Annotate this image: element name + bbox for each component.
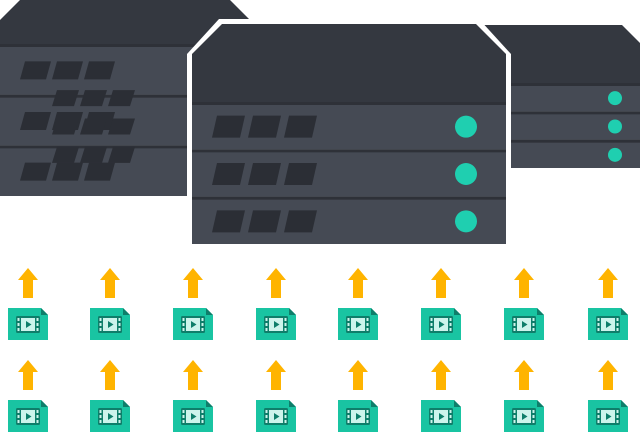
upload-arrow-icon: [431, 360, 451, 390]
video-file-icon: [421, 308, 461, 340]
upload-item: [588, 268, 628, 340]
vent-slot: [248, 163, 281, 185]
status-led: [608, 119, 622, 134]
vent-slot: [52, 90, 79, 107]
vent-slot: [248, 115, 281, 138]
servers: [0, 0, 640, 249]
vent-slot: [80, 146, 107, 163]
upload-arrow-icon: [348, 360, 368, 390]
video-file-icon: [588, 308, 628, 340]
vent-slot: [52, 146, 79, 163]
video-file-icon: [421, 400, 461, 432]
upload-item: [338, 268, 378, 340]
status-led: [608, 147, 622, 162]
server-unit: [192, 196, 506, 244]
upload-arrow-icon: [183, 360, 203, 390]
vent-slot: [248, 210, 281, 233]
video-file-icon: [8, 400, 48, 432]
upload-arrow-icon: [18, 268, 38, 298]
upload-item: [173, 360, 213, 432]
video-file-icon: [256, 308, 296, 340]
upload-item: [588, 360, 628, 432]
server-top: [192, 24, 506, 102]
video-file-icon: [338, 308, 378, 340]
server-unit: [192, 102, 506, 150]
video-file-icon: [173, 308, 213, 340]
vent-slot: [284, 163, 317, 185]
server-stack-center: [187, 19, 511, 249]
upload-item: [8, 360, 48, 432]
upload-item: [90, 360, 130, 432]
vent-slot: [212, 115, 245, 138]
upload-arrow-icon: [514, 268, 534, 298]
vent-slot: [84, 162, 115, 181]
vent-slot: [52, 118, 79, 135]
upload-arrow-icon: [100, 360, 120, 390]
video-file-icon: [90, 400, 130, 432]
vent-slot: [80, 118, 107, 135]
vent-slot: [212, 210, 245, 233]
upload-arrow-icon: [100, 268, 120, 298]
upload-item: [421, 360, 461, 432]
upload-arrow-icon: [514, 360, 534, 390]
vent-slot: [284, 115, 317, 138]
upload-item: [173, 268, 213, 340]
vent-slot: [20, 162, 51, 181]
video-file-icon: [256, 400, 296, 432]
upload-arrow-icon: [348, 268, 368, 298]
server-top: [0, 0, 250, 44]
vent-slot: [52, 162, 83, 181]
vent-slot: [52, 61, 83, 80]
video-file-icon: [504, 400, 544, 432]
vent-slot: [84, 61, 115, 80]
vent-slot: [212, 163, 245, 185]
upload-item: [90, 268, 130, 340]
upload-item: [504, 360, 544, 432]
vent-slot: [20, 61, 51, 80]
upload-arrow-icon: [598, 360, 618, 390]
upload-arrow-icon: [266, 268, 286, 298]
upload-item: [256, 268, 296, 340]
video-file-icon: [504, 308, 544, 340]
vent-slot: [108, 146, 135, 163]
upload-arrow-icon: [18, 360, 38, 390]
upload-arrow-icon: [266, 360, 286, 390]
video-file-icon: [588, 400, 628, 432]
upload-item: [504, 268, 544, 340]
upload-item: [338, 360, 378, 432]
upload-grid: [8, 268, 628, 432]
vent-slot: [80, 90, 107, 107]
status-led: [455, 115, 477, 138]
upload-item: [256, 360, 296, 432]
vent-slot: [284, 210, 317, 233]
status-led: [455, 210, 477, 233]
vent-slot: [20, 112, 51, 130]
upload-item: [421, 268, 461, 340]
vent-slot: [108, 118, 135, 135]
upload-item: [8, 268, 48, 340]
video-file-icon: [338, 400, 378, 432]
upload-arrow-icon: [183, 268, 203, 298]
status-led: [608, 91, 622, 106]
video-file-icon: [90, 308, 130, 340]
upload-arrow-icon: [431, 268, 451, 298]
video-file-icon: [8, 308, 48, 340]
upload-arrow-icon: [598, 268, 618, 298]
vent-slot: [108, 90, 135, 107]
video-file-icon: [173, 400, 213, 432]
server-unit: [192, 149, 506, 197]
status-led: [455, 163, 477, 185]
